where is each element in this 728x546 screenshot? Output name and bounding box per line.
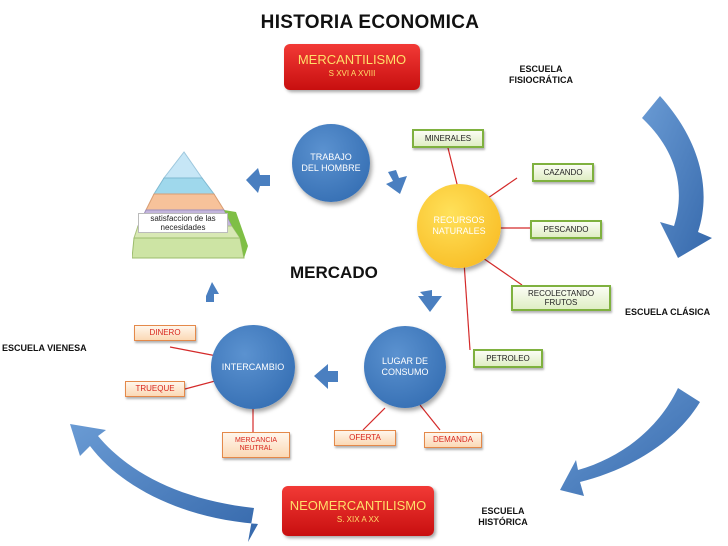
arrow-to-intercambio-icon — [314, 364, 338, 389]
circle-consumo: LUGAR DE CONSUMO — [364, 326, 446, 408]
era-mercantilismo: MERCANTILISMO S XVI A XVIII — [284, 44, 420, 90]
connector-minerales — [446, 143, 459, 189]
connector-trueque — [184, 380, 216, 390]
connector-recolectando — [479, 255, 523, 286]
exchange-mercancia: MERCANCIA NEUTRAL — [222, 432, 290, 458]
arrow-to-consumo-icon — [418, 290, 442, 312]
circle-trabajo-label: TRABAJO DEL HOMBRE — [301, 152, 361, 173]
circle-intercambio-label: INTERCAMBIO — [221, 361, 285, 372]
era-mercantilismo-name: MERCANTILISMO — [297, 52, 407, 67]
school-fisiocratica: ESCUELA FISIOCRÁTICA — [509, 64, 573, 85]
circle-intercambio: INTERCAMBIO — [211, 325, 295, 409]
school-vienesa: ESCUELA VIENESA — [2, 343, 87, 353]
connector-cazando — [487, 177, 518, 199]
consumption-oferta: OFERTA — [334, 430, 396, 446]
arrow-to-pyramid-icon — [206, 282, 219, 302]
arrow-right-down-icon — [642, 96, 712, 258]
circle-recursos: RECURSOS NATURALES — [417, 184, 501, 268]
era-neomercantilismo-name: NEOMERCANTILISMO — [289, 498, 427, 513]
school-clasica: ESCUELA CLÁSICA — [625, 307, 711, 317]
connector-petroleo — [463, 261, 471, 351]
era-mercantilismo-period: S XVI A XVIII — [328, 69, 376, 78]
resource-recolectando: RECOLECTANDO FRUTOS — [511, 285, 611, 311]
era-neomercantilismo-period: S. XIX A XX — [336, 515, 380, 524]
resource-minerales: MINERALES — [412, 129, 484, 148]
center-label: MERCADO — [290, 263, 378, 282]
exchange-dinero: DINERO — [134, 325, 196, 341]
circle-recursos-label: RECURSOS NATURALES — [432, 215, 486, 236]
resource-pescando: PESCANDO — [530, 220, 602, 239]
era-neomercantilismo: NEOMERCANTILISMO S. XIX A XX — [282, 486, 434, 536]
arrow-bottom-left-icon — [560, 388, 700, 496]
exchange-trueque: TRUEQUE — [125, 381, 185, 397]
arrow-to-recursos-icon — [386, 170, 407, 194]
arrow-to-trabajo-icon — [246, 168, 270, 193]
school-historica: ESCUELA HISTÓRICA — [478, 506, 528, 527]
connector-oferta — [362, 407, 386, 431]
page-title: HISTORIA ECONOMICA — [260, 12, 480, 33]
circle-trabajo: TRABAJO DEL HOMBRE — [292, 124, 370, 202]
consumption-demanda: DEMANDA — [424, 432, 482, 448]
circle-consumo-label: LUGAR DE CONSUMO — [381, 356, 429, 377]
connector-demanda — [419, 404, 441, 431]
pyramid-label: satisfaccion de las necesidades — [138, 213, 228, 233]
resource-cazando: CAZANDO — [532, 163, 594, 182]
pyramid-icon — [132, 151, 248, 259]
resource-petroleo: PETROLEO — [473, 349, 543, 368]
arrow-left-up-icon — [70, 424, 258, 542]
